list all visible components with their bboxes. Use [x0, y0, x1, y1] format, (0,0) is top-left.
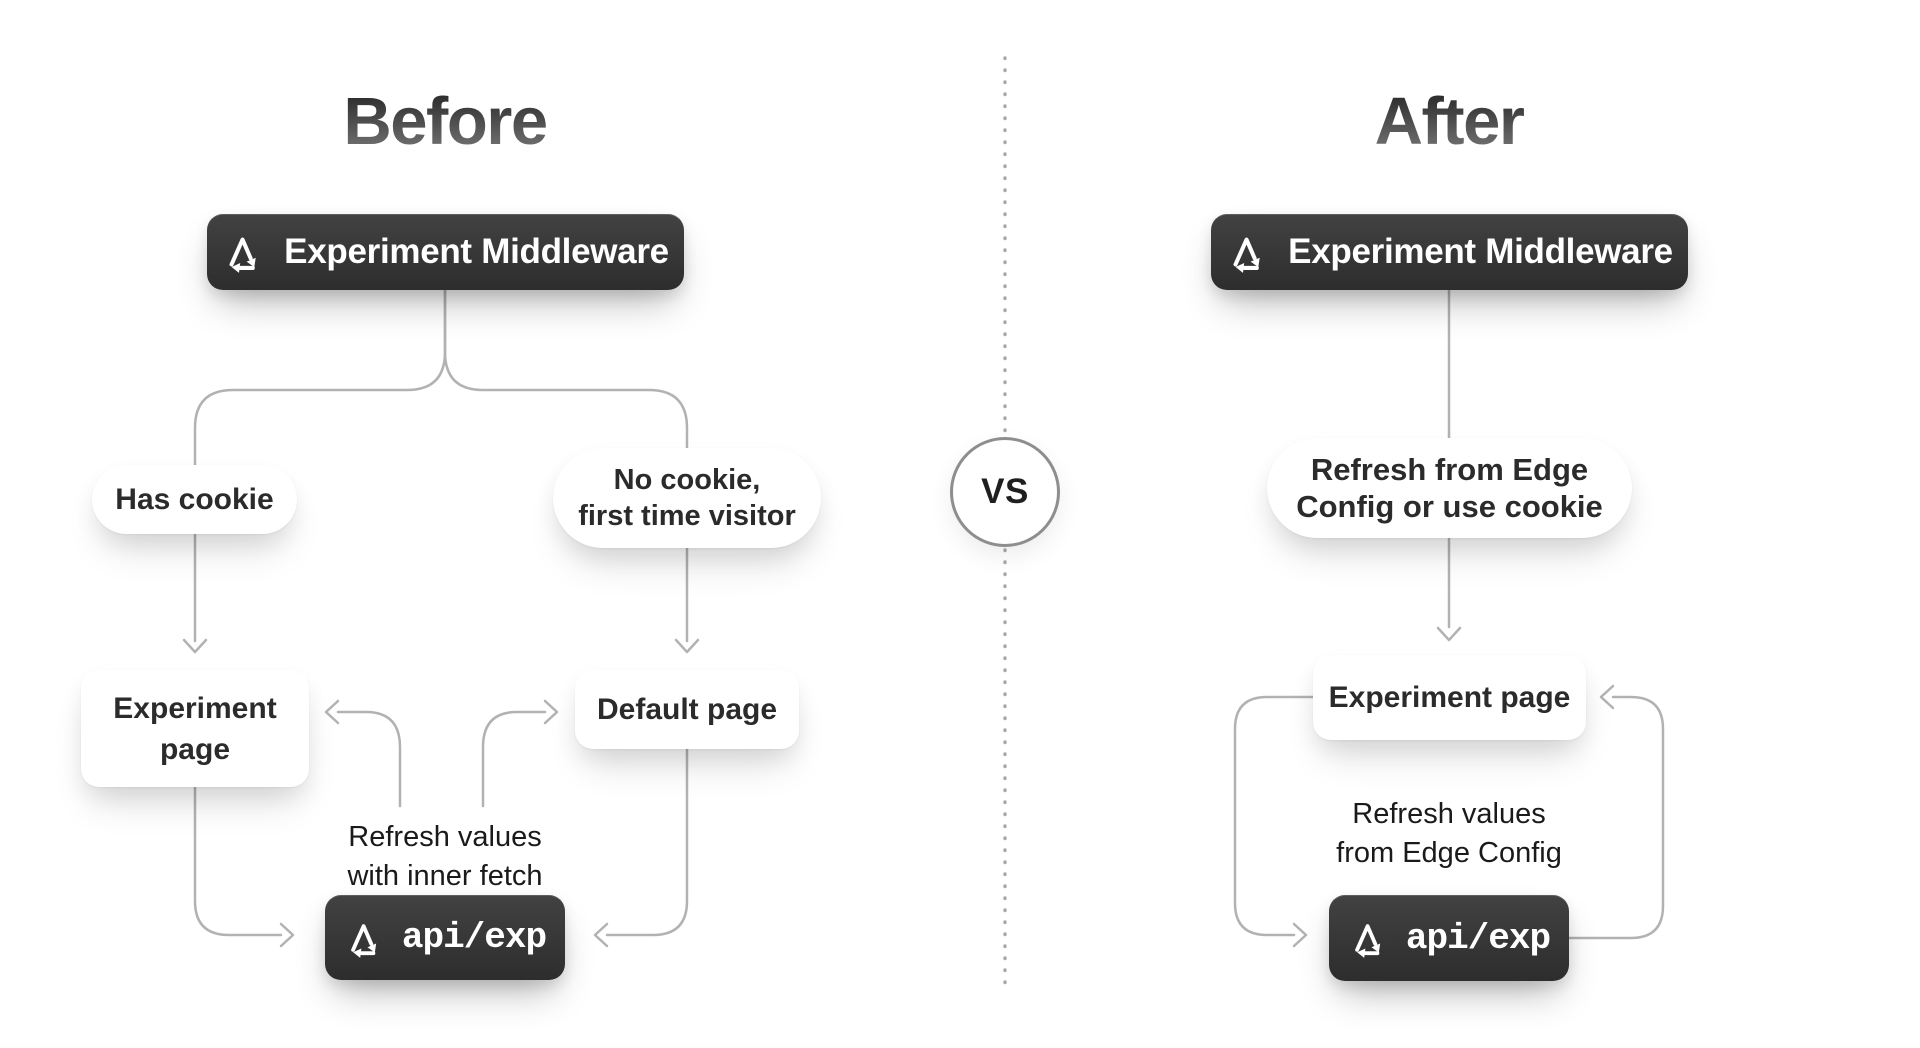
after-refresh-pill-line1: Refresh from Edge — [1310, 452, 1589, 487]
cycle-triangle-icon — [1233, 237, 1260, 273]
before-refresh-note-line2: with inner fetch — [347, 860, 543, 892]
default-page-label: Default page — [596, 692, 778, 726]
before-api-pill: api/exp — [325, 895, 565, 980]
experiment-page-line2: page — [159, 732, 231, 766]
after-api-label: api/exp — [1405, 917, 1551, 959]
after-title: After — [1249, 88, 1649, 155]
after-middleware-label: Experiment Middleware — [1288, 232, 1673, 271]
cycle-triangle-icon — [1355, 924, 1381, 958]
cycle-triangle-icon — [229, 237, 256, 273]
after-middleware-pill: Experiment Middleware — [1211, 214, 1688, 290]
before-title: Before — [245, 88, 645, 155]
no-cookie-line2: first time visitor — [578, 500, 796, 532]
after-refresh-note-line1: Refresh values — [1352, 798, 1546, 830]
cycle-triangle-icon — [351, 923, 377, 958]
before-experiment-page-box: Experiment page — [81, 670, 309, 787]
before-arrowhead-to-experiment-page — [182, 638, 208, 654]
before-api-label: api/exp — [401, 917, 547, 958]
after-arrowhead-to-experiment-page — [1436, 626, 1462, 642]
vs-badge: VS — [950, 437, 1060, 547]
has-cookie-label: Has cookie — [115, 482, 274, 516]
before-refresh-note-line1: Refresh values — [348, 821, 542, 853]
after-right-loop-line — [1567, 695, 1665, 940]
after-refresh-pill-line2: Config or use cookie — [1296, 489, 1603, 524]
after-experiment-page-box: Experiment page — [1313, 655, 1586, 740]
after-refresh-pill: Refresh from Edge Config or use cookie — [1267, 438, 1632, 538]
before-middleware-label: Experiment Middleware — [284, 232, 669, 271]
after-api-pill: api/exp — [1329, 895, 1569, 981]
before-branch-left-line — [193, 288, 447, 643]
before-arrowhead-to-default-page — [674, 638, 700, 654]
before-arrowhead-into-api-right — [593, 922, 609, 948]
before-no-cookie-pill: No cookie, first time visitor — [553, 448, 821, 548]
before-experiment-to-api-line — [193, 785, 283, 937]
before-arrowhead-to-experiment-refresh — [324, 699, 340, 725]
experiment-page-line1: Experiment — [113, 691, 277, 725]
after-left-loop-line — [1233, 695, 1315, 937]
before-arrowhead-into-api-left — [279, 922, 295, 948]
after-refresh-note-line2: from Edge Config — [1336, 837, 1562, 869]
vs-label: VS — [981, 472, 1029, 511]
no-cookie-line1: No cookie, — [613, 464, 761, 496]
after-refresh-note: Refresh values from Edge Config — [1289, 795, 1609, 873]
after-experiment-page-label: Experiment page — [1328, 680, 1571, 714]
before-default-to-api-line — [605, 747, 689, 937]
before-refresh-right-line — [481, 710, 547, 808]
before-default-page-box: Default page — [575, 670, 799, 749]
after-arrowhead-into-experiment-page — [1599, 684, 1615, 710]
before-branch-right-line — [443, 288, 689, 643]
before-refresh-left-line — [336, 710, 402, 808]
before-refresh-note: Refresh values with inner fetch — [285, 818, 605, 896]
before-arrowhead-to-default-refresh — [543, 699, 559, 725]
before-middleware-pill: Experiment Middleware — [207, 214, 684, 290]
after-arrowhead-into-api — [1292, 922, 1308, 948]
before-has-cookie-pill: Has cookie — [92, 465, 297, 534]
